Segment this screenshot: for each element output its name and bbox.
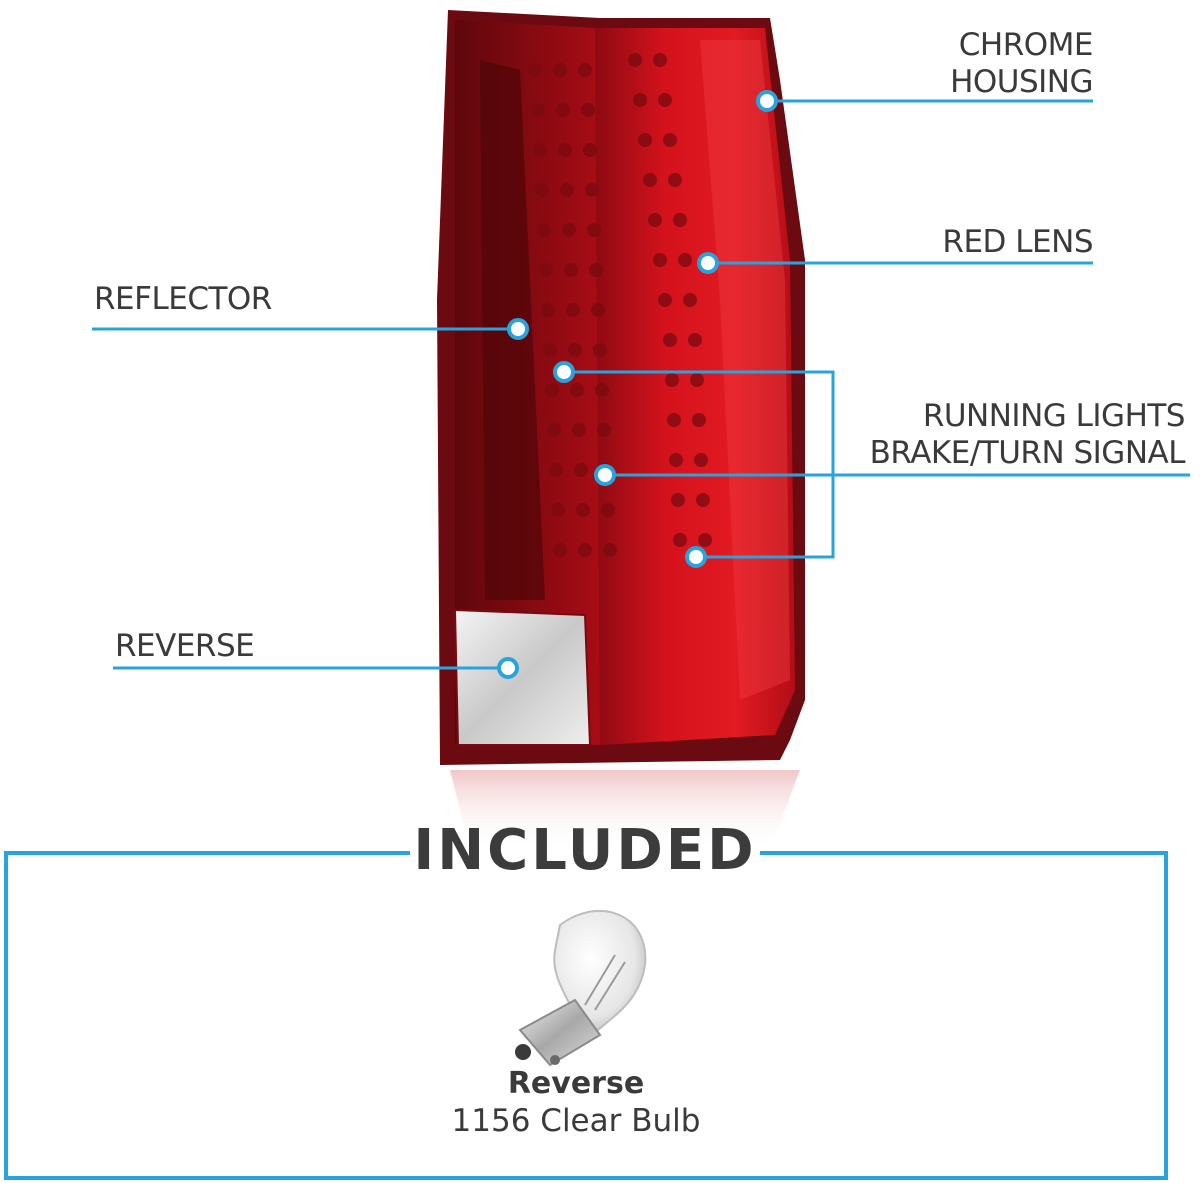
bulb-description: 1156 Clear Bulb: [451, 1103, 701, 1139]
led-dots: [528, 53, 712, 557]
reflector-label: REFLECTOR: [94, 281, 272, 318]
chrome-housing-line-1: CHROME: [958, 27, 1094, 63]
lens-highlight: [700, 40, 790, 700]
running-lights-line-2: BRAKE/TURN SIGNAL: [869, 435, 1186, 471]
chrome-housing-label: CHROME HOUSING: [900, 27, 1093, 101]
light-bulb-icon: [515, 909, 647, 1067]
callout-lines: [92, 99, 1190, 670]
included-frame: [4, 851, 1168, 1180]
bulb-name: Reverse: [507, 1066, 645, 1101]
callout-dots: [497, 90, 778, 679]
red-lens-label: RED LENS: [880, 224, 1093, 261]
tail-light: [437, 10, 805, 765]
chrome-housing-line-2: HOUSING: [950, 64, 1093, 100]
tail-light-reflection: [450, 770, 800, 850]
red-lens-text: RED LENS: [942, 224, 1093, 260]
included-title: INCLUDED: [413, 818, 757, 883]
reverse-text: REVERSE: [115, 628, 255, 664]
reflector-text: REFLECTOR: [94, 281, 272, 317]
reverse-label: REVERSE: [115, 628, 255, 665]
running-lights-label: RUNNING LIGHTS BRAKE/TURN SIGNAL: [840, 398, 1186, 472]
reverse-lens: [453, 608, 592, 746]
running-lights-line-1: RUNNING LIGHTS: [922, 398, 1186, 434]
